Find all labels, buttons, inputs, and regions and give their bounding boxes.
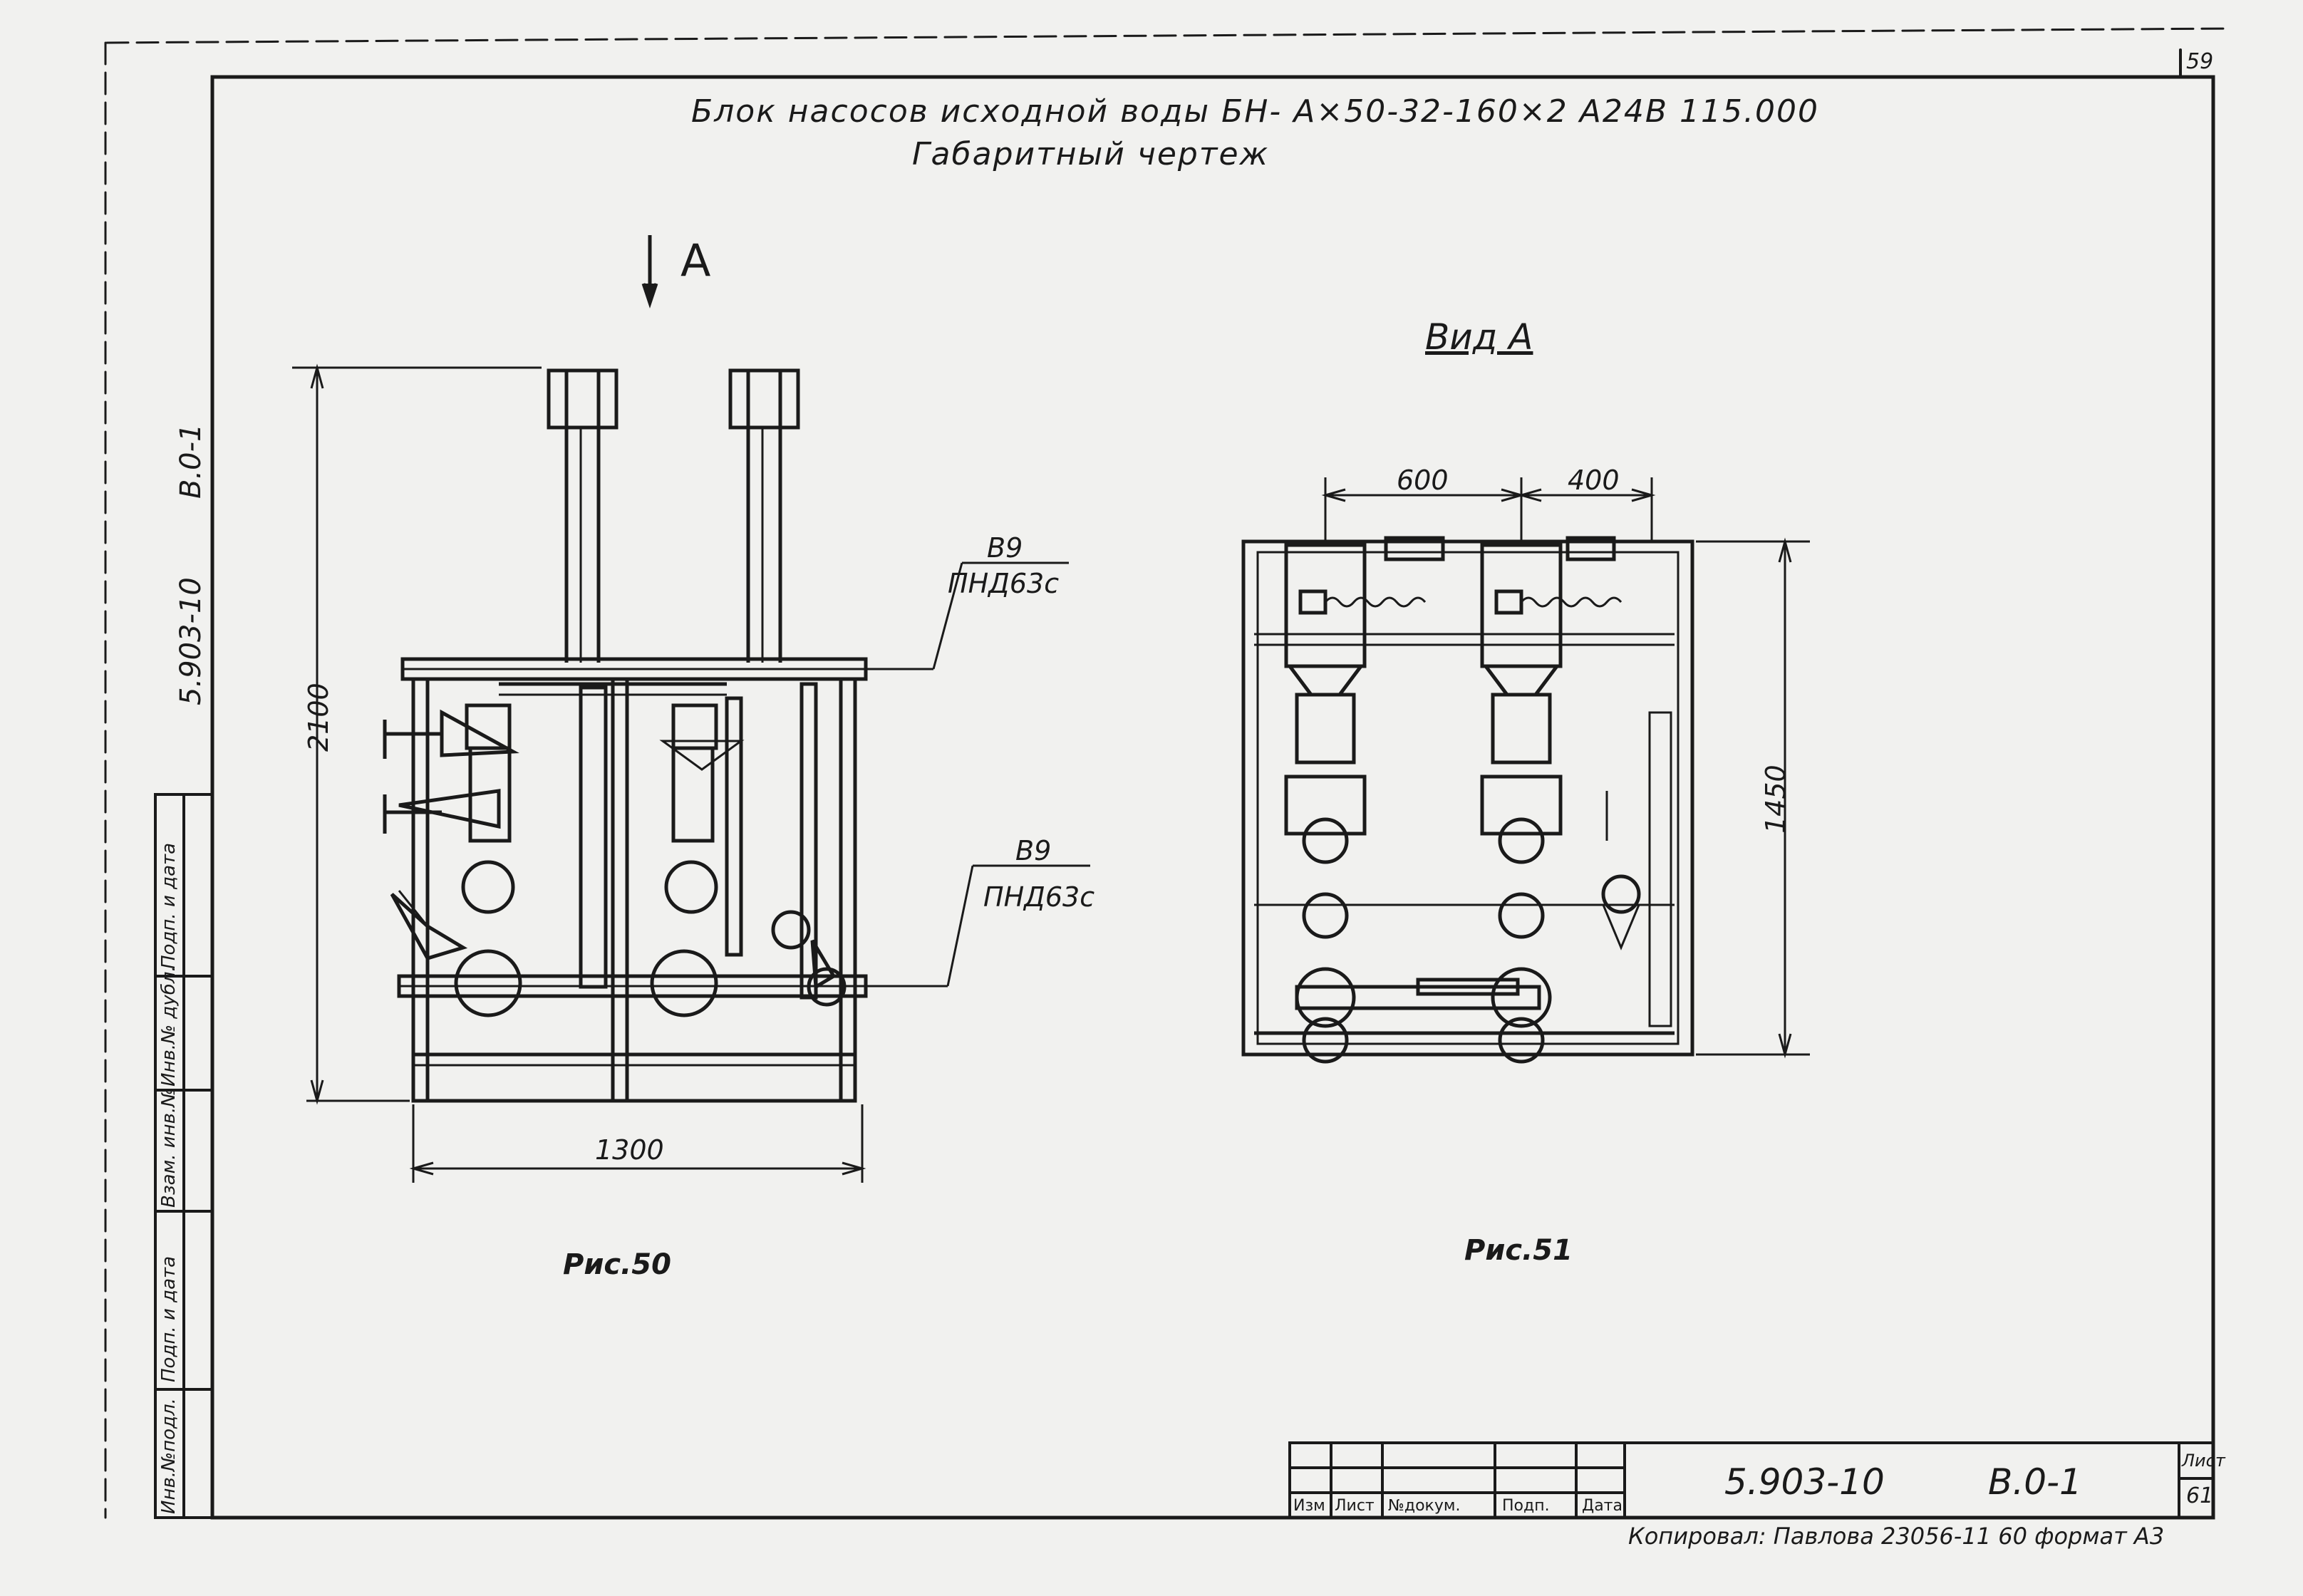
fig51-height-dim: 1450 xyxy=(1760,765,1791,834)
fig50-callout-bottom-line2: ПНД63с xyxy=(983,881,1095,913)
tb-doc-page: В.0-1 xyxy=(1988,1461,2082,1503)
fig50-callout-top-line1: В9 xyxy=(987,532,1023,564)
stamp-col-4: Подп. и дата xyxy=(158,1255,180,1382)
left-stamp-strip xyxy=(154,793,214,1519)
stamp-col-3: Взам. инв.№ xyxy=(158,1087,180,1208)
footer-copied-by: Копировал: Павлова 23056-11 60 формат А3 xyxy=(1628,1523,2165,1550)
fig51-caption: Рис.51 xyxy=(1464,1234,1573,1267)
fig50-height-dim: 2100 xyxy=(303,683,334,752)
fig51-graphic xyxy=(1241,477,1810,1064)
drawing-title-line1: Блок насосов исходной воды БН- А×50-32-1… xyxy=(691,93,1819,130)
fig50-graphic xyxy=(292,235,1090,1183)
view-arrow-label: А xyxy=(680,234,711,286)
margin-doc-code: 5.903-10 xyxy=(175,577,207,705)
tb-sheet-label: Лист xyxy=(2182,1451,2225,1471)
tb-header-ndoc: №докум. xyxy=(1388,1497,1461,1515)
tb-header-izm: Изм xyxy=(1293,1497,1325,1515)
drawing-frame xyxy=(210,75,2215,1520)
tb-doc-code: 5.903-10 xyxy=(1724,1461,1885,1503)
fig50-caption: Рис.50 xyxy=(563,1248,671,1281)
tb-header-podp: Подп. xyxy=(1502,1497,1550,1515)
fig50-callout-top-line2: ПНД63с xyxy=(948,568,1060,599)
corner-sheet-number: 59 xyxy=(2186,49,2214,74)
fig51-view-label: Вид А xyxy=(1425,316,1533,358)
stamp-col-5: Инв.№подл. xyxy=(158,1398,180,1514)
tb-header-list: Лист xyxy=(1335,1497,1375,1515)
outer-edge xyxy=(104,27,2232,1519)
fig50-callout-bottom-line1: В9 xyxy=(1015,835,1052,866)
stamp-col-2: Инв.№ дубл. xyxy=(158,965,180,1087)
title-block-lines xyxy=(1288,1441,2215,1519)
fig51-dim-600: 600 xyxy=(1397,465,1449,496)
stamp-col-1: Подп. и дата xyxy=(158,842,180,969)
margin-doc-page: В.0-1 xyxy=(175,423,207,499)
fig50-width-dim: 1300 xyxy=(595,1134,664,1166)
tb-header-data: Дата xyxy=(1582,1497,1623,1515)
tb-sheet-value: 61 xyxy=(2186,1483,2214,1508)
drawing-title-line2: Габаритный чертеж xyxy=(912,136,1270,172)
fig51-dim-400: 400 xyxy=(1568,465,1620,496)
